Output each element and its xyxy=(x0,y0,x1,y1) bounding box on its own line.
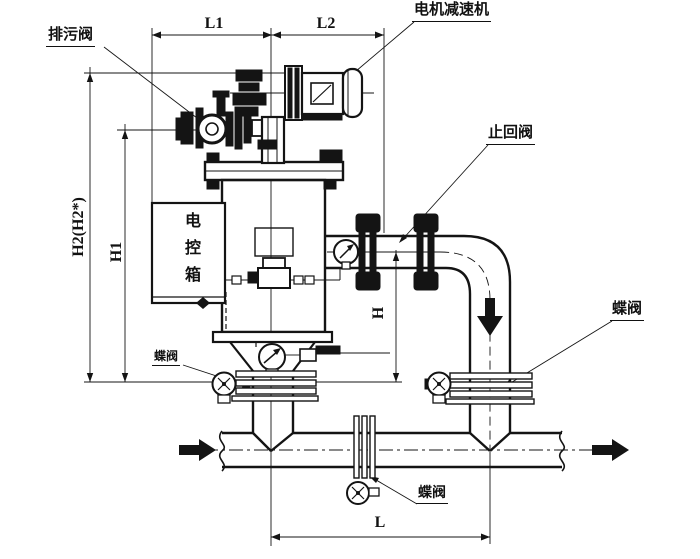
label-control-box: 电控箱 xyxy=(182,212,199,293)
label-check-valve: 止回阀 xyxy=(486,125,536,145)
vessel xyxy=(203,152,345,433)
control-cable-dashed xyxy=(225,292,257,350)
down-arrow-icon xyxy=(477,298,503,336)
flow-arrow-inlet xyxy=(179,439,216,461)
label-drain-valve: 排污阀 xyxy=(46,27,96,47)
label-motor-reducer: 电机减速机 xyxy=(412,2,492,22)
dim-h2: H2(H2*) xyxy=(70,197,87,257)
dim-h1: H1 xyxy=(108,241,125,263)
check-valve-flanges xyxy=(355,213,439,291)
dim-l1: L1 xyxy=(204,15,224,32)
dim-l2: L2 xyxy=(316,15,336,32)
dimension-arrows xyxy=(86,31,490,541)
motor-reducer xyxy=(284,65,364,163)
drive-shaft xyxy=(232,69,286,165)
label-butterfly-valve-right: 蝶阀 xyxy=(610,301,645,321)
main-pipe xyxy=(218,430,566,472)
flow-arrow-outlet xyxy=(592,439,629,461)
tee-cones xyxy=(252,432,511,452)
outlet-pipe xyxy=(325,234,512,433)
dim-l: L xyxy=(374,514,386,531)
butterfly-valve-left xyxy=(211,370,319,404)
label-butterfly-valve-bottom: 蝶阀 xyxy=(416,486,448,505)
butterfly-valve-bottom xyxy=(346,415,380,505)
dp-transmitter xyxy=(225,257,341,289)
label-butterfly-valve-left: 蝶阀 xyxy=(152,349,181,367)
control-box xyxy=(150,201,227,309)
sampling-valve xyxy=(299,345,341,362)
dim-h: H xyxy=(370,306,387,320)
butterfly-valve-right xyxy=(424,371,535,405)
pressure-gauge-outlet xyxy=(333,239,359,270)
